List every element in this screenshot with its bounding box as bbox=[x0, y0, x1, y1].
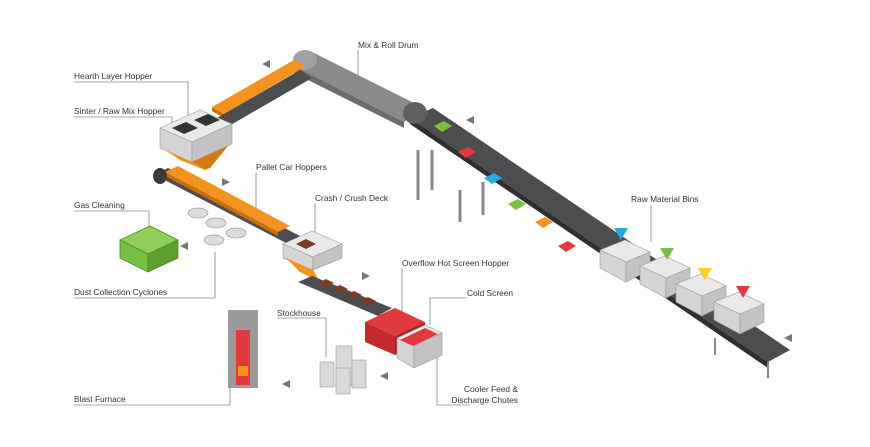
crush-deck-hopper bbox=[282, 230, 343, 282]
dust-cyclones bbox=[187, 207, 247, 246]
label-dust-collection-cyclones: Dust Collection Cyclones bbox=[74, 287, 168, 297]
pallet-conveyor bbox=[153, 166, 300, 244]
label-gas-cleaning: Gas Cleaning bbox=[74, 200, 125, 210]
sinter-conveyor bbox=[298, 276, 392, 316]
label-mix-roll-drum: Mix & Roll Drum bbox=[358, 40, 419, 50]
gas-cleaning-unit bbox=[119, 225, 179, 273]
label-sinter-raw-mix-hopper: Sinter / Raw Mix Hopper bbox=[74, 106, 165, 116]
screen-units bbox=[365, 308, 443, 369]
upper-hoppers bbox=[159, 109, 233, 170]
label-blast-furnace: Blast Furnace bbox=[74, 394, 126, 404]
mix-roll-drum bbox=[292, 50, 427, 128]
leader-lines bbox=[74, 50, 652, 406]
label-cold-screen: Cold Screen bbox=[467, 288, 514, 298]
label-cooler-feed-line2: Discharge Chutes bbox=[451, 395, 518, 405]
label-crash-crush-deck: Crash / Crush Deck bbox=[315, 193, 389, 203]
label-hearth-layer-hopper: Hearth Layer Hopper bbox=[74, 71, 153, 81]
label-overflow-hot-screen-hopper: Overflow Hot Screen Hopper bbox=[402, 258, 510, 268]
label-raw-material-bins: Raw Material Bins bbox=[631, 194, 699, 204]
blast-furnace bbox=[228, 310, 258, 388]
flow-arrow-icon bbox=[180, 60, 792, 388]
label-stockhouse: Stockhouse bbox=[277, 308, 321, 318]
label-pallet-car-hoppers: Pallet Car Hoppers bbox=[256, 162, 327, 172]
stockhouse-silos bbox=[319, 345, 367, 395]
top-feed-conveyor bbox=[210, 60, 312, 130]
label-cooler-feed-line1: Cooler Feed & bbox=[464, 384, 518, 394]
raw-material-bins bbox=[599, 228, 765, 335]
